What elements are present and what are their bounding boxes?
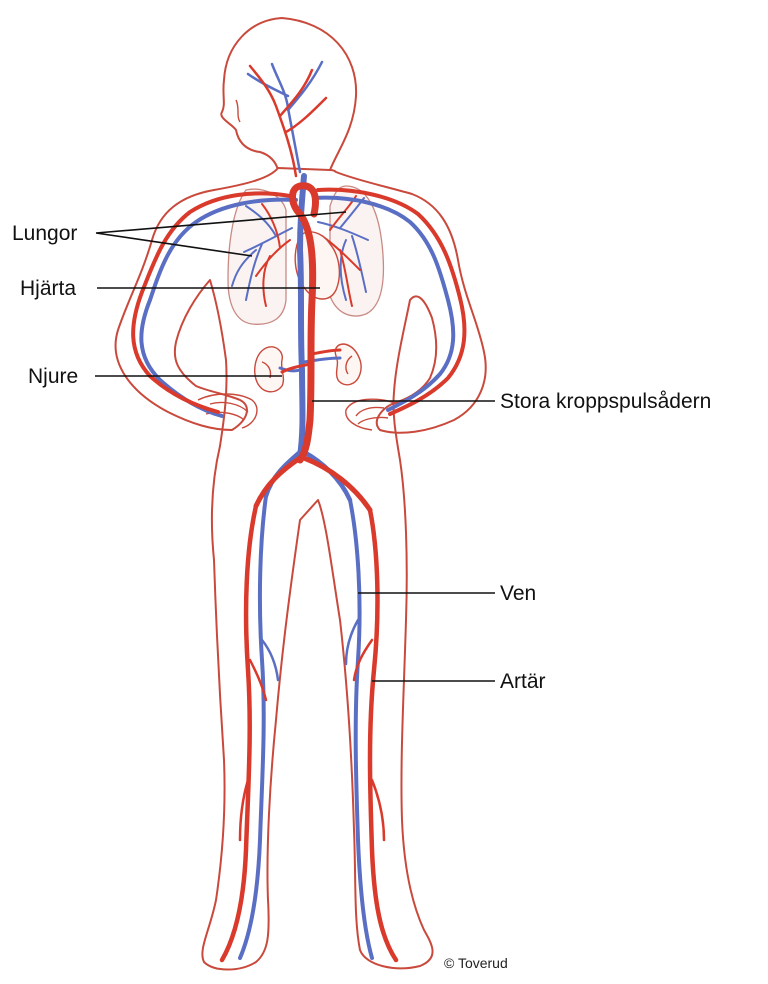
label-ven: Ven: [500, 582, 536, 605]
body-outline: [116, 18, 486, 970]
copyright-credit: © Toverud: [444, 955, 508, 971]
label-lungor: Lungor: [12, 222, 77, 245]
label-stora-kroppspulsadern: Stora kroppspulsådern: [500, 390, 711, 413]
label-hjarta: Hjärta: [20, 277, 76, 300]
label-njure: Njure: [28, 365, 78, 388]
label-artar: Artär: [500, 670, 546, 693]
